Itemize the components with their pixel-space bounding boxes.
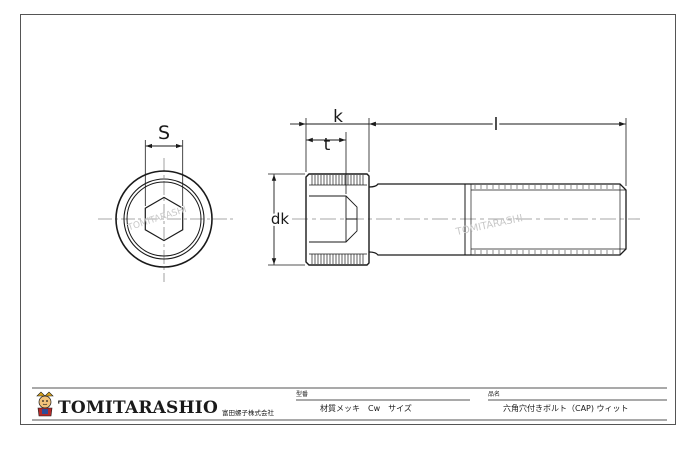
hidden-socket [309,195,358,243]
hex-socket [144,196,184,242]
thread-section [465,183,627,256]
head-knurling-top [309,175,367,186]
head-knurling-bottom [309,253,367,264]
title-block-lines [32,387,667,421]
bolt-head [305,173,370,266]
brand-mascot-logo [36,391,54,417]
sheet-border [20,14,676,425]
side-view: dk k t l TOMITARASHI [268,107,640,266]
bolt-shank [368,183,465,256]
l-label: l [494,115,499,135]
end-view: S TOMITARASHI [98,122,234,282]
thread-hatching [474,185,614,254]
dk-label: dk [271,210,290,228]
s-label: S [158,122,170,144]
t-label: t [324,135,331,155]
head-chamfer-circle [123,178,205,260]
head-outer-circle [115,170,213,268]
socket-counterbore-circle [126,181,202,257]
k-label: k [333,107,343,127]
